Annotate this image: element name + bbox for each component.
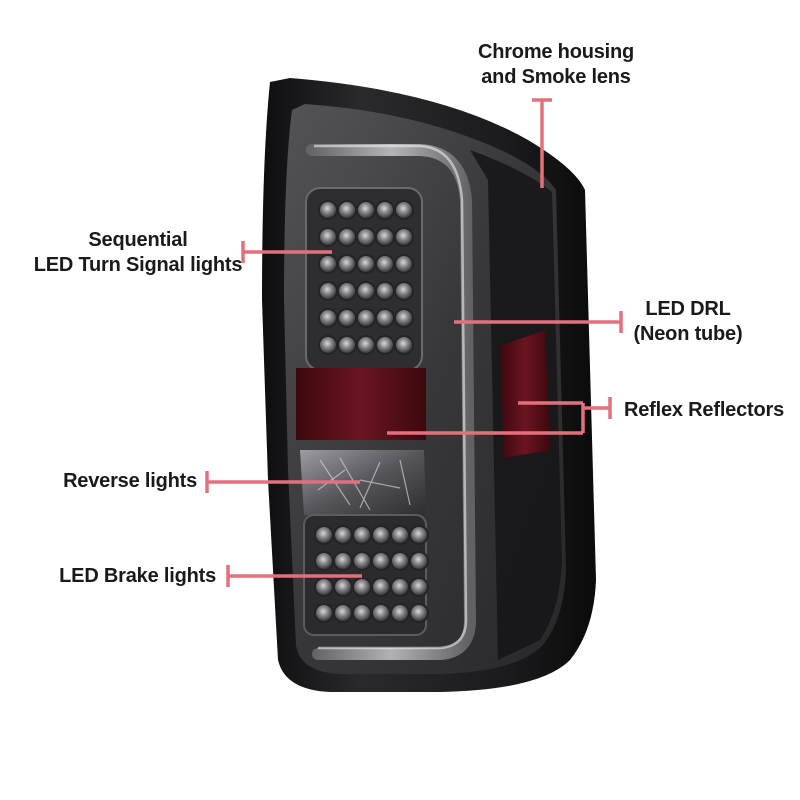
brake-led xyxy=(335,579,351,595)
turn-signal-led xyxy=(339,202,355,218)
brake-led xyxy=(392,553,408,569)
brake-led xyxy=(373,605,389,621)
brake-led xyxy=(373,579,389,595)
leader-lines xyxy=(205,98,623,587)
label-housing: Chrome housing and Smoke lens xyxy=(456,40,656,90)
turn-signal-led xyxy=(396,256,412,272)
turn-signal-led xyxy=(320,337,336,353)
label-housing-line2: and Smoke lens xyxy=(481,66,631,88)
label-drl-line1: LED DRL xyxy=(645,298,731,320)
turn-signal-led xyxy=(358,283,374,299)
brake-led xyxy=(316,605,332,621)
brake-led xyxy=(316,527,332,543)
turn-signal-led xyxy=(396,283,412,299)
turn-signal-led xyxy=(339,310,355,326)
label-reflex-text: Reflex Reflectors xyxy=(624,399,784,421)
brake-led xyxy=(316,579,332,595)
brake-led xyxy=(411,527,427,543)
label-turn-signal-line1: Sequential xyxy=(88,229,188,251)
turn-signal-led xyxy=(358,229,374,245)
label-turn-signal: Sequential LED Turn Signal lights xyxy=(30,228,246,278)
brake-led xyxy=(335,605,351,621)
brake-led xyxy=(411,579,427,595)
inner-reflector xyxy=(296,368,426,440)
brake-led xyxy=(411,605,427,621)
turn-signal-led xyxy=(377,202,393,218)
side-reflector xyxy=(500,330,550,458)
reverse-light-reflector xyxy=(300,450,426,515)
turn-signal-leds xyxy=(318,200,414,355)
drl-tube-highlight xyxy=(314,144,468,650)
turn-signal-led xyxy=(320,202,336,218)
brake-led xyxy=(392,527,408,543)
brake-led xyxy=(373,527,389,543)
brake-led xyxy=(316,553,332,569)
brake-led xyxy=(335,553,351,569)
turn-signal-led xyxy=(320,283,336,299)
brake-led xyxy=(392,605,408,621)
turn-signal-led xyxy=(320,310,336,326)
label-brake-text: LED Brake lights xyxy=(59,565,216,587)
label-reverse: Reverse lights xyxy=(40,469,197,494)
label-reverse-text: Reverse lights xyxy=(63,470,197,492)
turn-signal-led xyxy=(377,283,393,299)
turn-signal-led xyxy=(377,310,393,326)
brake-led xyxy=(411,553,427,569)
brake-led xyxy=(354,605,370,621)
label-housing-line1: Chrome housing xyxy=(477,41,635,63)
turn-signal-led xyxy=(377,229,393,245)
turn-signal-led xyxy=(358,337,374,353)
turn-signal-led xyxy=(320,256,336,272)
brake-led xyxy=(354,527,370,543)
turn-signal-led xyxy=(396,310,412,326)
turn-signal-led xyxy=(358,202,374,218)
turn-signal-led xyxy=(377,256,393,272)
turn-signal-led xyxy=(358,310,374,326)
brake-led xyxy=(335,527,351,543)
turn-signal-led xyxy=(320,229,336,245)
turn-signal-led xyxy=(396,202,412,218)
label-drl: LED DRL (Neon tube) xyxy=(620,297,756,347)
brake-led xyxy=(392,579,408,595)
turn-signal-led xyxy=(358,256,374,272)
turn-signal-led xyxy=(377,337,393,353)
label-turn-signal-line2: LED Turn Signal lights xyxy=(33,254,243,276)
drl-neon-tube xyxy=(306,144,477,660)
brake-led xyxy=(373,553,389,569)
brake-led xyxy=(354,553,370,569)
label-drl-line2: (Neon tube) xyxy=(633,323,743,345)
label-brake: LED Brake lights xyxy=(40,564,216,589)
brake-leds xyxy=(314,525,429,623)
turn-signal-led xyxy=(339,283,355,299)
turn-signal-led xyxy=(339,337,355,353)
turn-signal-led xyxy=(339,256,355,272)
turn-signal-led xyxy=(339,229,355,245)
turn-signal-led xyxy=(396,229,412,245)
brake-led xyxy=(354,579,370,595)
label-reflex: Reflex Reflectors xyxy=(624,398,784,423)
turn-signal-led xyxy=(396,337,412,353)
